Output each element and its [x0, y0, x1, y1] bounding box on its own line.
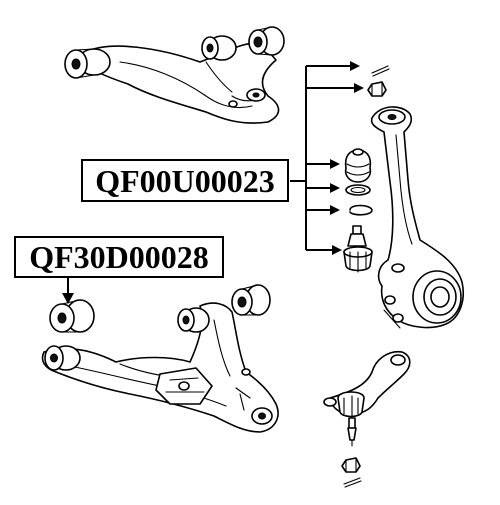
- ball-joint-boot: [344, 148, 372, 183]
- part-leader-lines: [290, 61, 364, 255]
- cotter-pin-upper: [371, 65, 390, 77]
- lower-bushing-leader: [62, 278, 74, 304]
- upper-ball-joint: [343, 225, 373, 273]
- retainer-ring: [345, 184, 371, 196]
- lower-ball-joint: [323, 350, 411, 447]
- steering-knuckle: [370, 106, 464, 329]
- upper-arm-bushing-part-number: QF00U00023: [81, 159, 289, 202]
- lower-arm-bushing-detached: [231, 284, 271, 316]
- castle-nut-lower: [341, 457, 361, 473]
- lower-control-arm: [41, 302, 279, 433]
- upper-arm-bushing-detached: [248, 26, 285, 56]
- cotter-pin-lower: [343, 477, 362, 488]
- snap-ring: [349, 204, 373, 216]
- castle-nut-upper: [367, 81, 387, 97]
- lower-arm-bushing-rear: [177, 307, 210, 333]
- upper-control-arm: [85, 42, 280, 124]
- lower-arm-bushing-front: [44, 345, 81, 371]
- lower-arm-bushing-part-number: QF30D00028: [14, 236, 224, 278]
- upper-arm-bushing-left: [64, 48, 111, 79]
- upper-arm-bushing-right: [201, 35, 237, 61]
- lower-arm-bushing-highlighted: [49, 299, 95, 333]
